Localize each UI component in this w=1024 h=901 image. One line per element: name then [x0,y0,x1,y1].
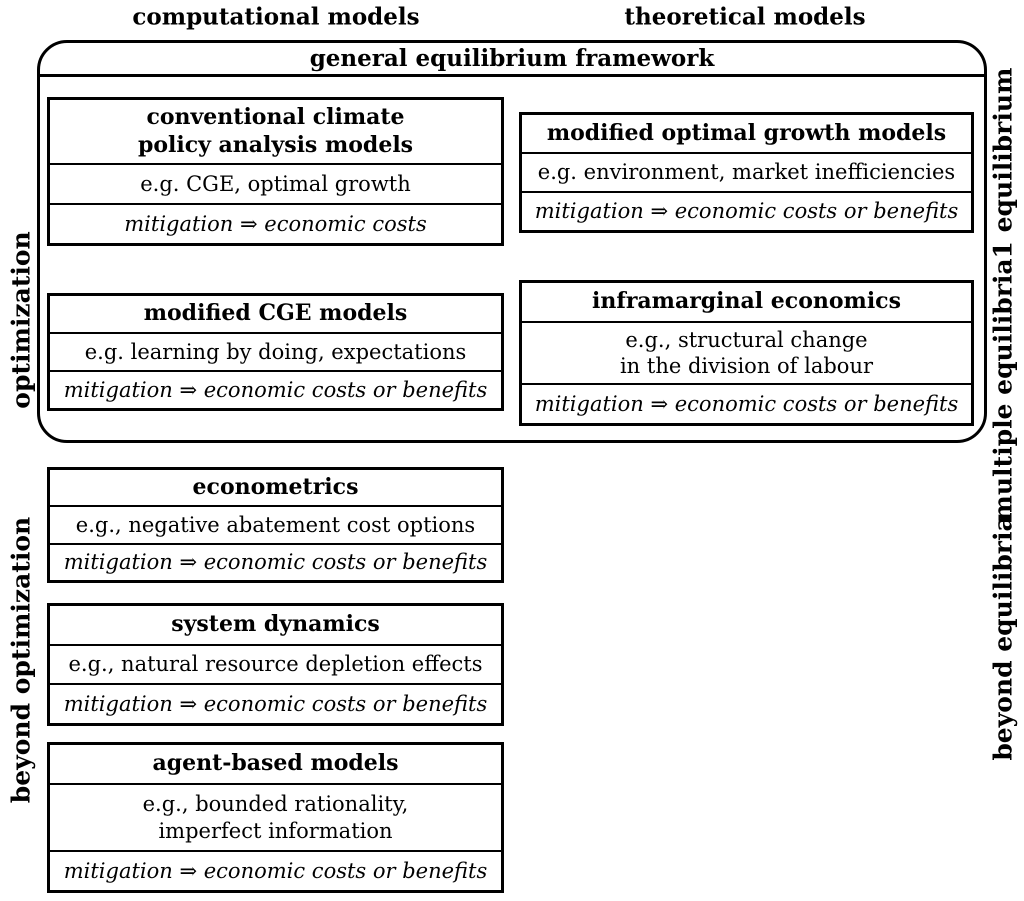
box-title: modified CGE models [143,300,408,327]
general-equilibrium-framework-container: general equilibrium framework [37,40,987,443]
box-title: inframarginal economics [592,288,901,315]
general-equilibrium-framework-title: general equilibrium framework [40,43,984,77]
side-label-optimization: optimization [6,231,36,409]
box-inframarginal-economics: inframarginal economics e.g., structural… [519,280,974,426]
box-example: e.g., negative abatement cost options [50,505,501,542]
box-agent-based-models: agent-based models e.g., bounded rationa… [47,742,504,893]
box-example: e.g. CGE, optimal growth [50,163,501,203]
box-example: e.g., bounded rationality, imperfect inf… [50,782,501,851]
box-outcome: mitigation ⇒ economic costs or benefits [50,542,501,580]
box-example: e.g., structural change in the division … [522,320,971,384]
box-example: e.g. environment, market inefficiencies [522,152,971,191]
column-header-theoretical-models: theoretical models [624,3,866,31]
box-outcome: mitigation ⇒ economic costs or benefits [522,383,971,423]
box-example: e.g., natural resource depletion effects [50,643,501,684]
box-outcome: mitigation ⇒ economic costs or benefits [50,370,501,408]
box-outcome: mitigation ⇒ economic costs or benefits [50,850,501,890]
side-label-multiple-equilibria: multiple equilibria [988,258,1018,522]
box-example: e.g. learning by doing, expectations [50,332,501,370]
box-modified-cge-models: modified CGE models e.g. learning by doi… [47,293,504,411]
box-outcome: mitigation ⇒ economic costs or benefits [50,683,501,723]
box-title: modified optimal growth models [546,119,947,146]
box-title: system dynamics [171,611,380,638]
column-header-computational-models: computational models [132,3,420,31]
box-title: econometrics [192,473,359,500]
box-title: conventional climate policy analysis mod… [137,104,414,158]
side-label-beyond-optimization: beyond optimization [6,516,36,804]
box-outcome: mitigation ⇒ economic costs [50,203,501,243]
side-label-1-equilibrium: 1 equilibrium [988,67,1018,259]
box-title: agent-based models [152,750,399,777]
box-econometrics: econometrics e.g., negative abatement co… [47,467,504,583]
box-modified-optimal-growth-models: modified optimal growth models e.g. envi… [519,112,974,233]
box-outcome: mitigation ⇒ economic costs or benefits [522,191,971,230]
box-conventional-climate-policy-analysis-models: conventional climate policy analysis mod… [47,97,504,246]
box-system-dynamics: system dynamics e.g., natural resource d… [47,603,504,726]
side-label-beyond-equilibria: beyond equilibria [988,515,1018,761]
